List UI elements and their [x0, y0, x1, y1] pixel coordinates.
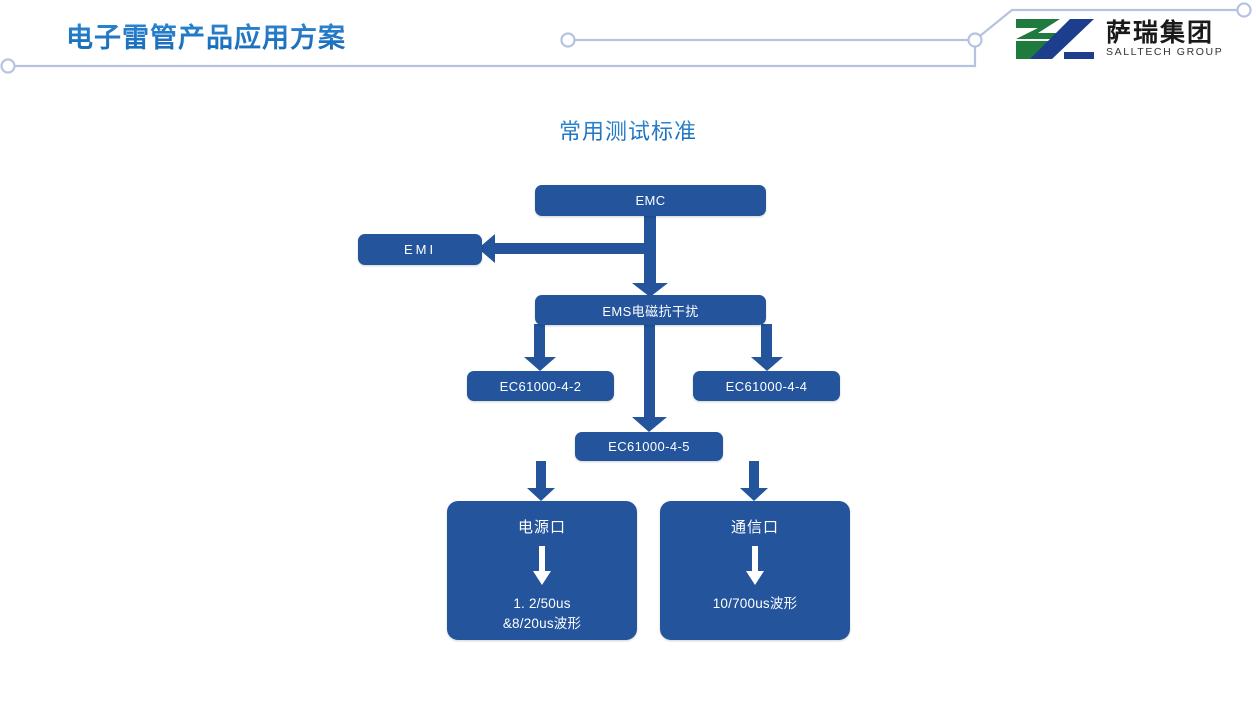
node-ems[interactable]: EMS电磁抗干扰	[535, 295, 766, 325]
node-ec61000-4-4[interactable]: EC61000-4-4	[693, 371, 840, 401]
node-emi-label: EMI	[403, 242, 437, 257]
node-power-port-detail-line2: &8/20us波形	[502, 615, 582, 631]
logo-name-cn: 萨瑞集团	[1106, 18, 1215, 47]
node-ec61000-4-5-label: EC61000-4-5	[608, 439, 690, 454]
node-comm-port-detail: 10/700us波形	[713, 594, 798, 614]
node-power-port-detail-line1: 1. 2/50us	[513, 596, 571, 611]
page-title: 电子雷管产品应用方案	[66, 16, 346, 55]
node-ec61000-4-5[interactable]: EC61000-4-5	[575, 432, 723, 461]
node-ems-label: EMS电磁抗干扰	[602, 303, 699, 319]
node-comm-port-head: 通信口	[730, 519, 779, 536]
down-arrow-icon	[742, 546, 768, 586]
node-power-port-detail: 1. 2/50us &8/20us波形	[503, 594, 581, 633]
logo-mark-icon	[1016, 19, 1094, 59]
down-arrow-icon	[529, 546, 555, 586]
logo-name-en: SALLTECH GROUP	[1106, 46, 1224, 59]
node-emc-label: EMC	[635, 193, 666, 208]
node-emc[interactable]: EMC	[535, 185, 766, 216]
section-title: 常用测试标准	[0, 114, 1256, 146]
node-ec61000-4-2[interactable]: EC61000-4-2	[467, 371, 614, 401]
node-ec61000-4-2-label: EC61000-4-2	[499, 378, 582, 394]
node-ec61000-4-4-label: EC61000-4-4	[725, 378, 808, 394]
node-comm-port-detail-line1: 10/700us波形	[712, 596, 798, 611]
section-title-text: 常用测试标准	[558, 119, 697, 144]
node-power-port-head: 电源口	[517, 519, 566, 536]
node-emi[interactable]: EMI	[358, 234, 482, 265]
brand-logo: 萨瑞集团 SALLTECH GROUP	[1012, 16, 1223, 62]
node-comm-port[interactable]: 通信口 10/700us波形	[660, 501, 850, 640]
node-power-port[interactable]: 电源口 1. 2/50us &8/20us波形	[447, 501, 637, 640]
